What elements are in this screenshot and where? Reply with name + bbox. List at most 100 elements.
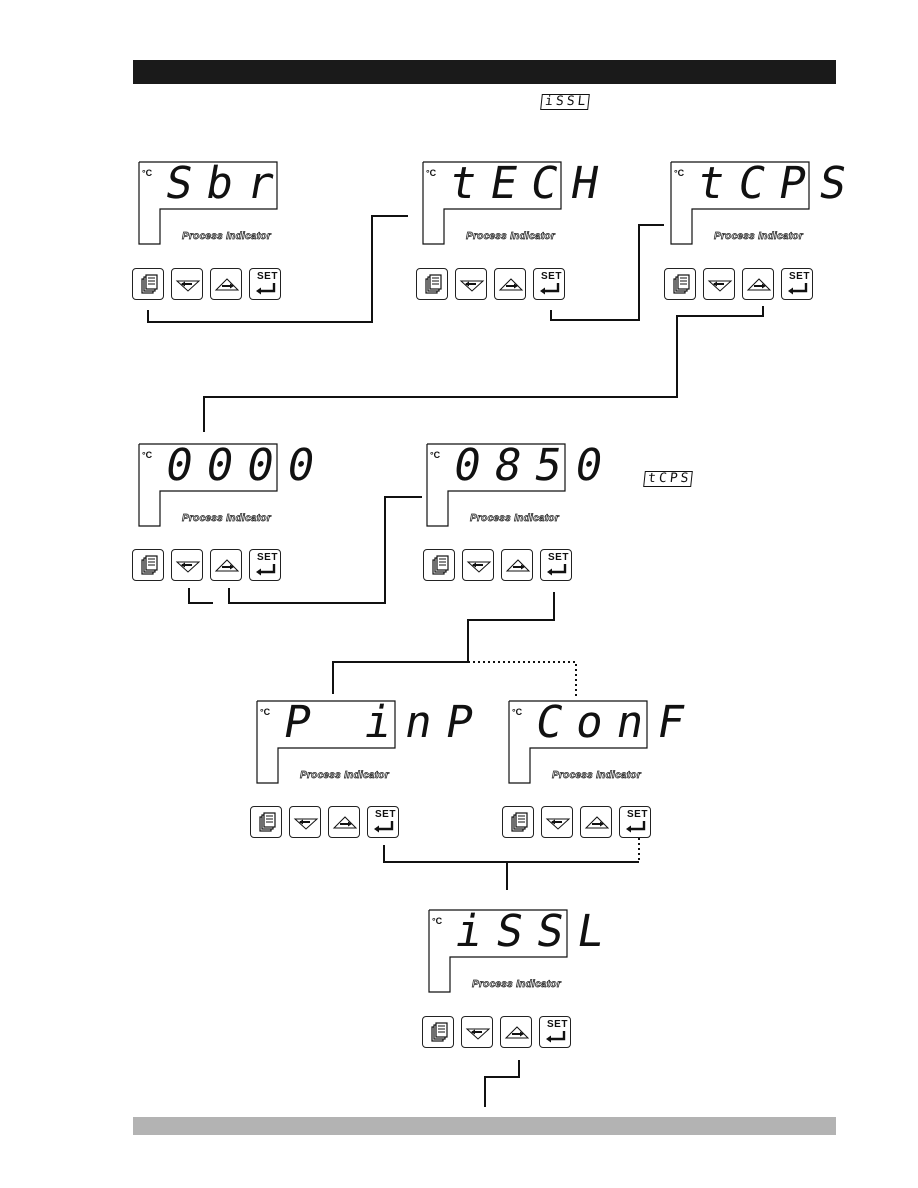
process-indicator-label: Process Indicator [472, 979, 562, 991]
process-indicator-label: Process Indicator [300, 770, 390, 782]
set-enter-icon [368, 807, 400, 839]
page-stack-icon [424, 550, 456, 582]
up-arrow-icon [495, 269, 527, 301]
page-key-button[interactable] [502, 806, 534, 838]
page-key-button[interactable] [416, 268, 448, 300]
up-key-button[interactable] [210, 549, 242, 581]
unit-label: °C [142, 450, 153, 460]
down-arrow-icon [456, 269, 488, 301]
up-key-button[interactable] [494, 268, 526, 300]
up-arrow-icon [743, 269, 775, 301]
process-indicator-label: Process Indicator [182, 513, 272, 525]
display-readout: tECH [445, 158, 617, 209]
page-key-button[interactable] [132, 549, 164, 581]
page-key-button[interactable] [132, 268, 164, 300]
page-stack-icon [133, 550, 165, 582]
up-key-button[interactable] [742, 268, 774, 300]
unit-label: °C [674, 168, 685, 178]
down-key-button[interactable] [461, 1016, 493, 1048]
set-key-label: SET [257, 271, 278, 282]
display-frame [138, 443, 278, 527]
set-key-button[interactable]: SET [249, 549, 281, 581]
unit-label: °C [432, 916, 443, 926]
down-arrow-icon [172, 269, 204, 301]
unit-label: °C [260, 707, 271, 717]
down-key-button[interactable] [289, 806, 321, 838]
up-arrow-icon [329, 807, 361, 839]
unit-label: °C [430, 450, 441, 460]
display-frame [670, 161, 810, 245]
unit-label: °C [426, 168, 437, 178]
set-enter-icon [541, 550, 573, 582]
up-arrow-icon [581, 807, 613, 839]
down-arrow-icon [172, 550, 204, 582]
down-arrow-icon [463, 550, 495, 582]
set-key-label: SET [257, 552, 278, 563]
display-readout: iSSL [451, 906, 623, 957]
down-key-button[interactable] [455, 268, 487, 300]
set-key-button[interactable]: SET [249, 268, 281, 300]
up-arrow-icon [211, 550, 243, 582]
display-readout: ConF [531, 697, 703, 748]
page-key-button[interactable] [250, 806, 282, 838]
up-arrow-icon [501, 1017, 533, 1049]
set-key-label: SET [548, 552, 569, 563]
set-enter-icon [782, 269, 814, 301]
display-readout: tCPS [693, 158, 865, 209]
process-indicator-label: Process Indicator [552, 770, 642, 782]
display-tech: °C tECH Process Indicator [422, 158, 617, 245]
display-tcps: °C tCPS Process Indicator [670, 158, 865, 245]
set-key-button[interactable]: SET [619, 806, 651, 838]
set-enter-icon [540, 1017, 572, 1049]
set-key-button[interactable]: SET [367, 806, 399, 838]
down-arrow-icon [704, 269, 736, 301]
set-key-label: SET [375, 809, 396, 820]
up-arrow-icon [502, 550, 534, 582]
up-key-button[interactable] [210, 268, 242, 300]
set-enter-icon [534, 269, 566, 301]
down-arrow-icon [462, 1017, 494, 1049]
display-frame [508, 700, 648, 784]
down-key-button[interactable] [171, 268, 203, 300]
set-key-label: SET [541, 271, 562, 282]
set-enter-icon [250, 269, 282, 301]
down-arrow-icon [290, 807, 322, 839]
set-key-label: SET [547, 1019, 568, 1030]
down-key-button[interactable] [541, 806, 573, 838]
up-arrow-icon [211, 269, 243, 301]
down-key-button[interactable] [462, 549, 494, 581]
footer-bar [133, 1117, 836, 1135]
down-key-button[interactable] [703, 268, 735, 300]
page-key-button[interactable] [422, 1016, 454, 1048]
unit-label: °C [142, 168, 153, 178]
process-indicator-label: Process Indicator [182, 231, 272, 243]
up-key-button[interactable] [580, 806, 612, 838]
down-key-button[interactable] [171, 549, 203, 581]
display-frame [422, 161, 562, 245]
display-frame [138, 161, 278, 245]
up-key-button[interactable] [501, 549, 533, 581]
set-key-button[interactable]: SET [533, 268, 565, 300]
page-key-button[interactable] [664, 268, 696, 300]
down-arrow-icon [542, 807, 574, 839]
set-key-label: SET [789, 271, 810, 282]
display-frame [428, 909, 568, 993]
up-key-button[interactable] [500, 1016, 532, 1048]
header-bar [133, 60, 836, 84]
display-readout: Sbr [161, 158, 293, 209]
process-indicator-label: Process Indicator [470, 513, 560, 525]
set-key-button[interactable]: SET [781, 268, 813, 300]
page-stack-icon [251, 807, 283, 839]
set-key-button[interactable]: SET [539, 1016, 571, 1048]
page-key-button[interactable] [423, 549, 455, 581]
set-key-button[interactable]: SET [540, 549, 572, 581]
process-indicator-label: Process Indicator [714, 231, 804, 243]
up-key-button[interactable] [328, 806, 360, 838]
process-indicator-label: Process Indicator [466, 231, 556, 243]
